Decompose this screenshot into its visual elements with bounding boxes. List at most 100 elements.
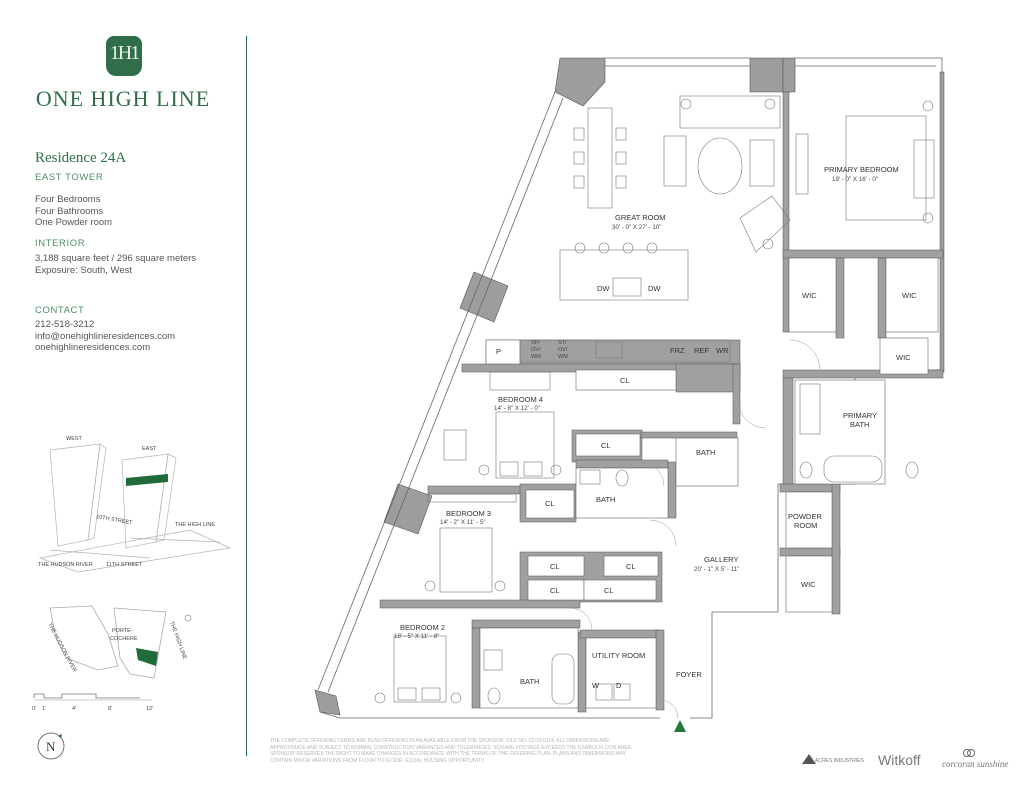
partition-wall <box>782 91 790 333</box>
primary-bedroom-dims: 19' - 0" X 16' - 0" <box>832 176 878 183</box>
wall-column <box>749 57 784 93</box>
bedroom2-furniture <box>374 635 462 704</box>
building-axonometric: WEST EAST 10TH STREET THE HIGH LINE THE … <box>38 436 232 573</box>
closet-label: CL <box>550 586 560 595</box>
primary-bed <box>795 100 935 224</box>
sidebar: 1H1 ONE HIGH LINE Residence 24A EAST TOW… <box>0 0 246 800</box>
closet-label: CL <box>620 376 630 385</box>
bath-fixtures <box>483 383 919 705</box>
dryer-label: D <box>616 681 622 690</box>
powder-room-label: ROOM <box>794 521 817 530</box>
bedroom3-label: BEDROOM 3 <box>446 509 491 518</box>
bath-room <box>675 437 739 487</box>
contact-email[interactable]: info@onehighlineresidences.com <box>35 330 176 342</box>
partition-wall <box>779 483 841 493</box>
closet-label: CL <box>545 499 555 508</box>
scale-tick: 4' <box>72 706 76 712</box>
map-label-highline: THE HIGH LINE <box>175 522 215 528</box>
partition-wall <box>471 627 481 709</box>
site-marker-icon <box>184 614 192 622</box>
witkoff-credit: Witkoff <box>878 752 921 768</box>
contact-heading: CONTACT <box>35 305 85 316</box>
closet-label: CL <box>550 562 560 571</box>
closet <box>525 489 575 519</box>
wic-room <box>788 257 837 333</box>
closet-label: CL <box>604 586 614 595</box>
powder-room-label: POWDER <box>788 512 822 521</box>
bath-room <box>479 627 579 709</box>
wic-room <box>879 337 929 375</box>
pantry-label: P <box>496 347 501 356</box>
primary-bedroom-label: PRIMARY BEDROOM <box>824 165 899 174</box>
wic-label: WIC <box>896 353 911 362</box>
bath-label: BATH <box>696 448 715 457</box>
bedroom4-dims: 14' - 8" X 12' - 0" <box>494 405 540 412</box>
site-highlight <box>136 648 158 666</box>
partition-wall <box>655 629 665 711</box>
sidebar-divider <box>246 36 247 756</box>
interior-details: 3,188 square feet / 296 square meters Ex… <box>35 253 196 276</box>
primary-bath <box>794 379 886 485</box>
scale-bar: 0' 1' 4' 8' 12' <box>32 693 153 712</box>
appliance-label: OV/ <box>558 347 568 353</box>
closet-label: CL <box>626 562 636 571</box>
closet-label: CL <box>601 441 611 450</box>
contact-details: 212-518-3212 info@onehighlineresidences.… <box>35 319 175 354</box>
interior-heading: INTERIOR <box>35 238 86 249</box>
wic-label: WIC <box>801 580 816 589</box>
map-label-west: WEST <box>66 436 83 442</box>
interior-exposure: Exposure: South, West <box>35 264 132 276</box>
wine-refrigerator-label: WR <box>716 346 729 355</box>
utility-room <box>585 637 657 709</box>
brand-name: ONE HIGH LINE <box>35 86 211 111</box>
dishwasher-label: DW <box>597 284 610 293</box>
partition-wall <box>579 629 661 639</box>
partition-wall <box>782 377 794 485</box>
appliance-label: WM <box>558 354 568 360</box>
gallery-label: GALLERY <box>704 555 738 564</box>
partition-wall <box>640 431 738 439</box>
partition-wall <box>877 257 887 339</box>
partition-wall <box>782 369 944 379</box>
foyer-label: FOYER <box>676 670 702 679</box>
bedroom4-furniture <box>443 371 562 479</box>
bedroom3-dims: 14' - 2" X 11' - 5" <box>440 519 486 526</box>
gallery-dims: 20' - 1" X 5' - 11" <box>694 566 740 573</box>
site-label-cochere: COCHERE <box>110 636 138 642</box>
room-count-item: Four Bedrooms <box>35 194 101 205</box>
closet <box>575 433 641 457</box>
map-label-east: EAST <box>142 446 157 452</box>
contact-phone[interactable]: 212-518-3212 <box>35 319 95 330</box>
partition-wall <box>485 339 741 367</box>
wall-corner <box>554 57 606 107</box>
tower-label: EAST TOWER <box>35 172 104 183</box>
partition-wall <box>782 249 944 259</box>
great-room-label: GREAT ROOM <box>615 213 666 222</box>
wall-corner <box>314 689 341 716</box>
appliance-label: ST/ <box>558 340 567 346</box>
partition-wall <box>471 619 581 629</box>
map-label-hudson: THE HUDSON RIVER <box>38 562 93 568</box>
residence-title: Residence 24A <box>35 150 127 166</box>
wic-room <box>785 555 833 613</box>
utility-room-label: UTILITY ROOM <box>592 651 645 660</box>
contact-website[interactable]: onehighlineresidences.com <box>35 342 151 353</box>
partition-wall <box>831 483 841 615</box>
compass-letter: N <box>46 739 56 754</box>
partition-wall <box>779 547 841 557</box>
corcoran-credit: corcoran sunshine <box>942 759 1009 769</box>
freezer-label: FRZ <box>670 346 685 355</box>
scale-tick: 1' <box>42 706 46 712</box>
partition-wall <box>732 363 741 425</box>
corcoran-logo-icon <box>963 749 975 757</box>
closet <box>583 579 657 601</box>
appliance-label: OV/ <box>531 347 541 353</box>
brand-logo-icon: 1H1 <box>106 36 142 76</box>
scale-tick: 12' <box>146 706 153 712</box>
great-room-dims: 30' - 0" X 27' - 10" <box>612 224 661 231</box>
primary-bath-label: BATH <box>850 420 869 429</box>
acres-logo-icon <box>802 754 816 764</box>
partition-wall <box>835 257 845 339</box>
map-label-street: 11TH STREET <box>106 562 143 568</box>
